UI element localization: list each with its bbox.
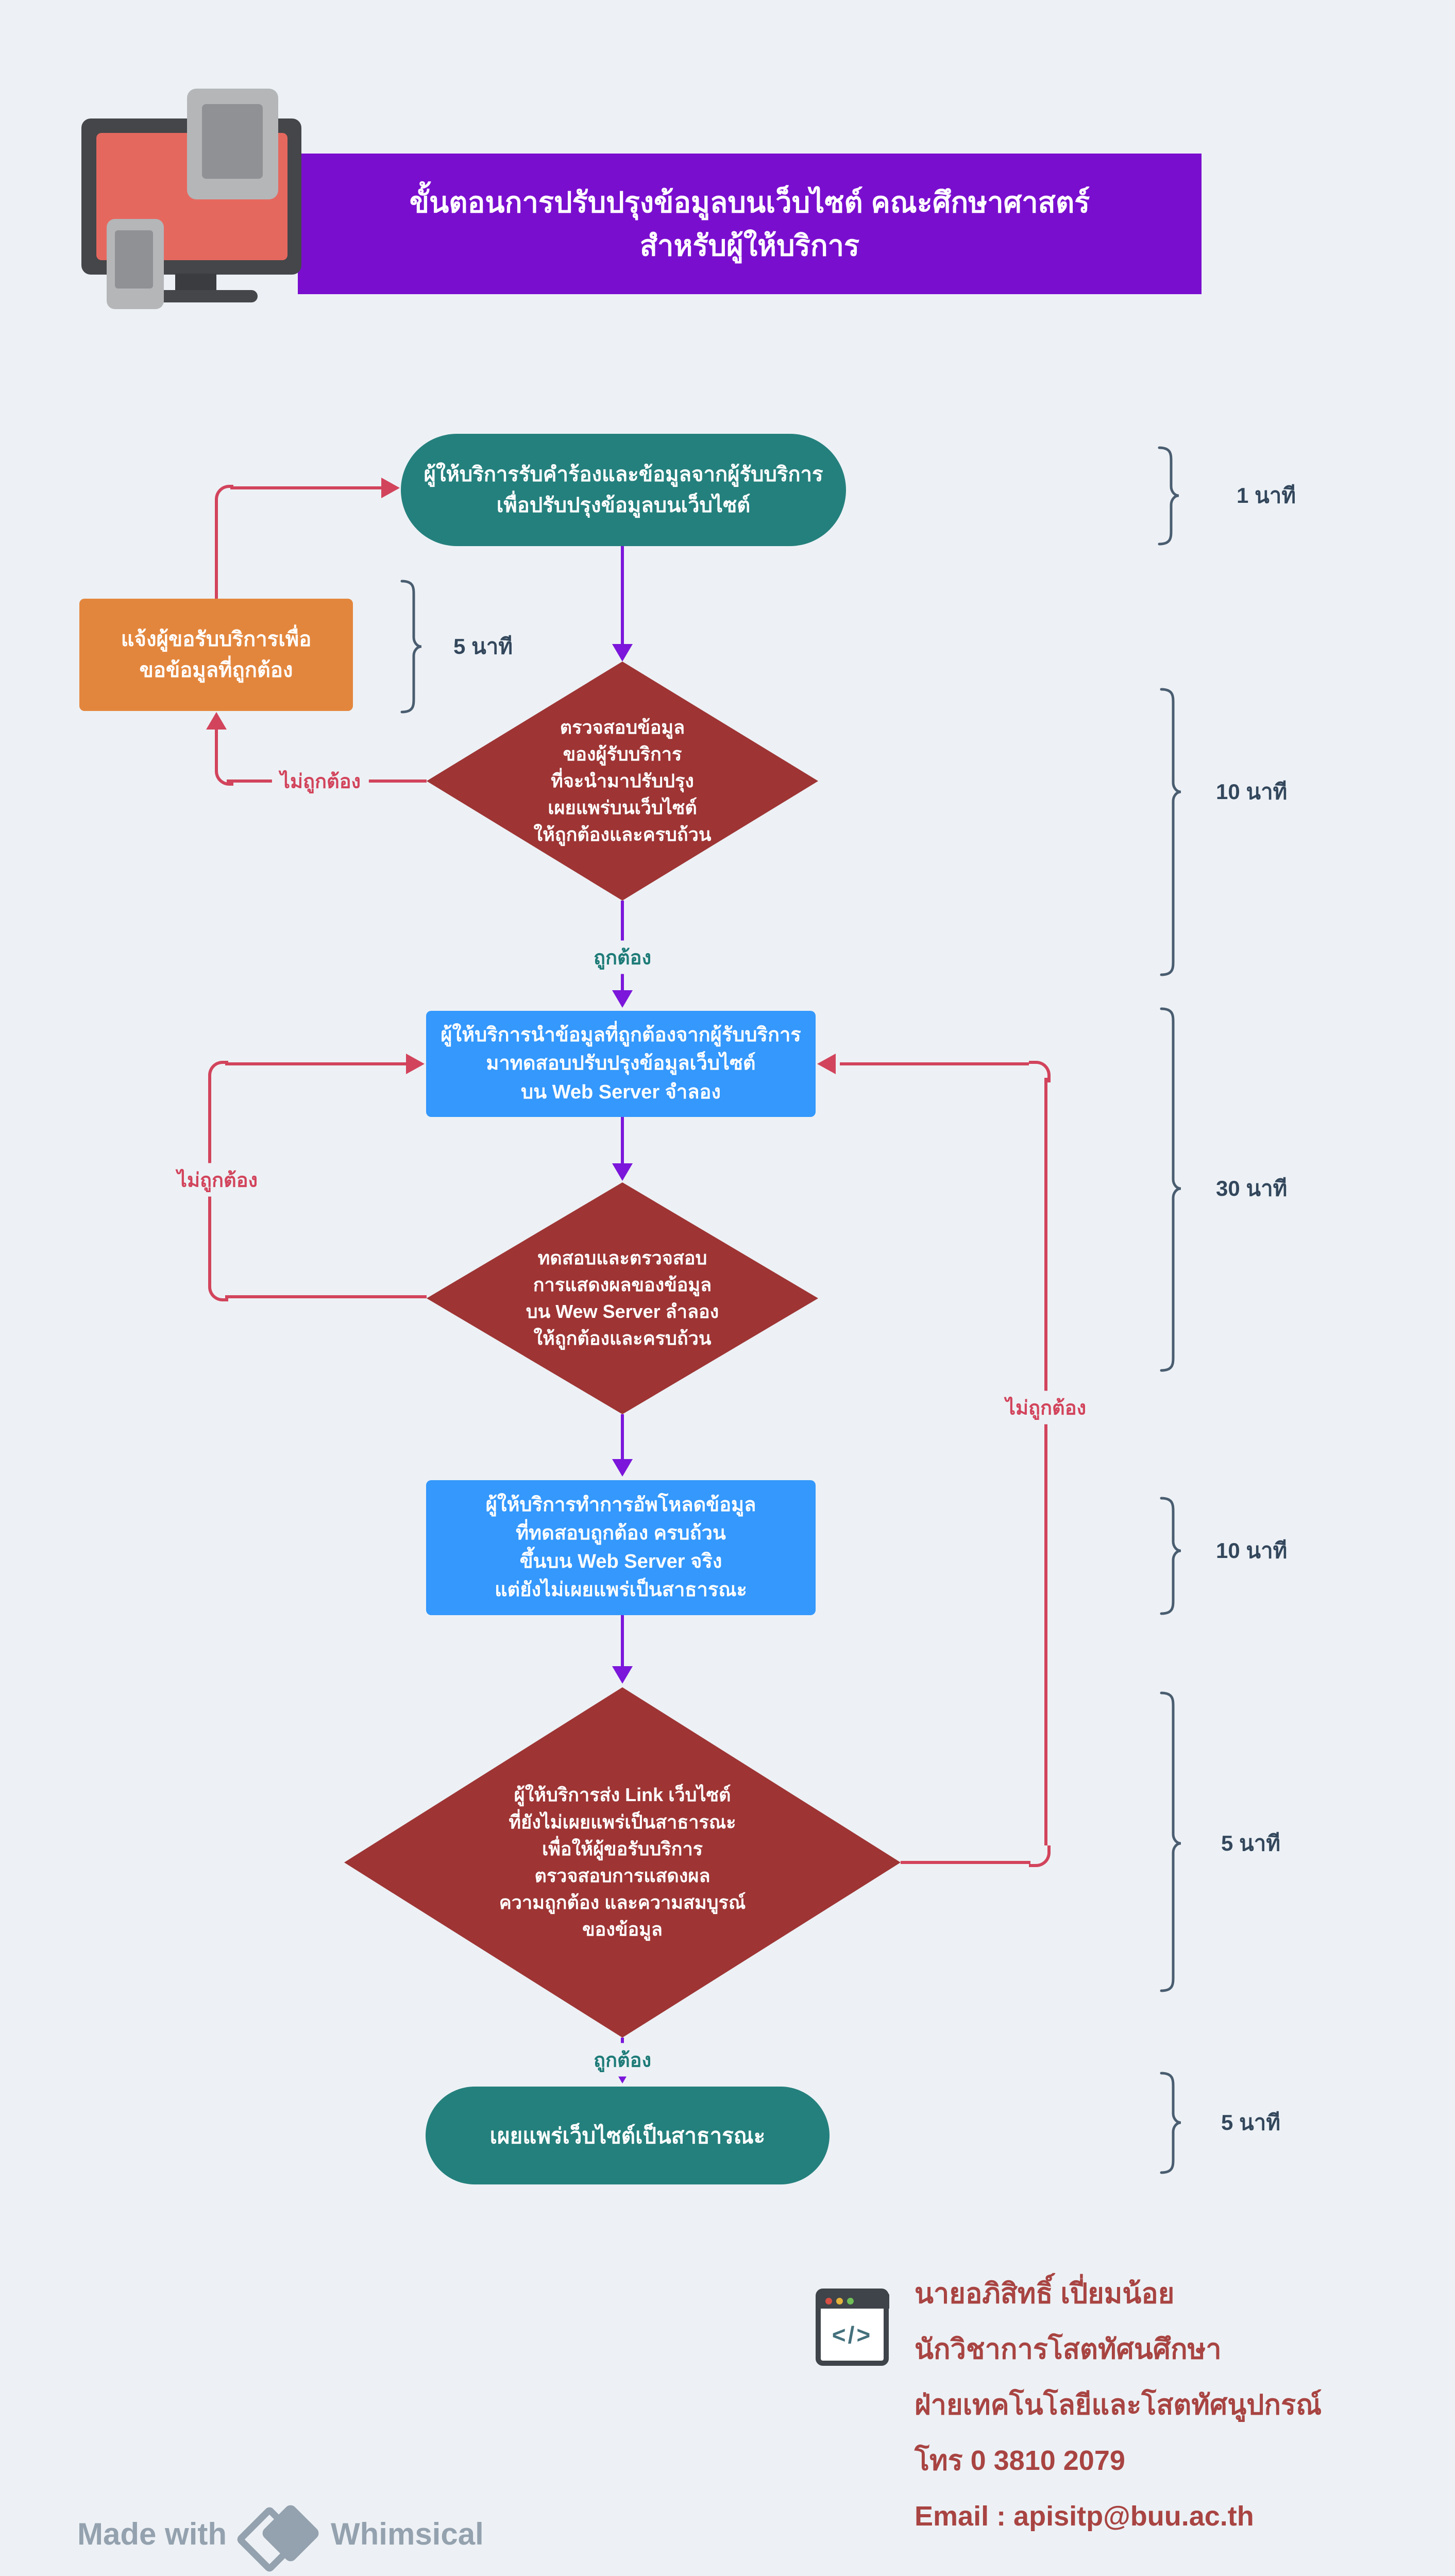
connector-to-test-left [225,1062,406,1065]
connector-check3-incorrect [901,1861,1030,1864]
tablet-icon [187,89,278,199]
connector-upload-to-check3 [621,1615,624,1667]
time-brace [1159,1691,1183,1995]
time-brace [1159,1007,1183,1375]
devices-icon [77,85,335,322]
arrowhead-down-icon [612,1666,633,1684]
node-start: ผู้ให้บริการรับคำร้องและข้อมูลจากผู้รับบ… [401,434,846,546]
made-with-whimsical-credit: Made with Whimsical [77,2502,484,2574]
node-upload: ผู้ให้บริการทำการอัพโหลดข้อมูล ที่ทดสอบถ… [426,1480,816,1615]
connector-start-to-check1 [621,546,624,644]
phone-screen [115,230,153,289]
made-with-text: Made with [77,2516,227,2551]
duration-label-6: 5 นาที [1221,1831,1281,1855]
author-contact-block: นายอภิสิทธิ์ เปี่ยมน้อย นักวิชาการโสตทัศ… [915,2278,1322,2532]
connector-check2-incorrect [225,1295,427,1298]
duration-label-1: 1 นาที [1237,483,1296,507]
tablet-screen [202,104,263,179]
connector-notify-up [215,502,218,599]
duration-label-7: 5 นาที [1221,2110,1281,2134]
connector-test-to-check2 [621,1117,624,1163]
code-glyph-icon: </> [832,2321,873,2348]
connector-right-riser [1044,1078,1047,1845]
monitor-stand [175,274,216,292]
whimsical-brand-text: Whimsical [331,2516,484,2551]
time-brace [1159,1497,1183,1618]
arrowhead-right-icon [406,1054,425,1074]
node-notify: แจ้งผู้ขอรับบริการเพื่อ ขอข้อมูลที่ถูกต้… [79,599,353,711]
window-dot-red-icon [825,2297,832,2304]
time-brace [400,580,424,716]
connector-check2-to-upload [621,1414,624,1460]
duration-label-4: 30 นาที [1216,1176,1288,1200]
arrowhead-right-icon [381,478,400,498]
node-check3-decision: ผู้ให้บริการส่ง Link เว็บไซต์ ที่ยังไม่เ… [344,1687,901,2038]
duration-label-3: 10 นาที [1216,779,1288,804]
title-banner: ขั้นตอนการปรับปรุงข้อมูลบนเว็บไซต์ คณะศึ… [298,154,1202,294]
time-brace [1157,446,1181,548]
time-brace [1159,2072,1183,2177]
connector-to-notify [215,725,218,764]
edge-label-incorrect-1: ไม่ถูกต้อง [272,764,369,798]
edge-label-incorrect-2: ไม่ถูกต้อง [168,1163,266,1197]
time-brace [1159,688,1183,979]
connector-corner [1029,1845,1051,1867]
duration-label-2: 5 นาที [453,634,513,658]
connector-corner [215,485,233,506]
code-window-titlebar [820,2293,889,2309]
node-test: ผู้ให้บริการนำข้อมูลที่ถูกต้องจากผู้รับบ… [426,1011,816,1117]
node-check1-decision: ตรวจสอบข้อมูล ของผู้รับบริการ ที่จะนำมาป… [427,662,818,901]
code-window-icon: </> [816,2289,889,2366]
arrowhead-down-icon [612,1163,633,1181]
node-check2-decision: ทดสอบและตรวจสอบ การแสดงผลของข้อมูล บน We… [427,1182,818,1414]
connector-to-test-right [840,1062,1029,1065]
window-dot-yellow-icon [836,2297,843,2304]
window-dot-green-icon [847,2297,854,2304]
whimsical-logo-icon [235,2502,322,2574]
arrowhead-down-icon [612,1459,633,1477]
phone-icon [107,219,164,309]
duration-label-5: 10 นาที [1216,1538,1288,1563]
node-publish: เผยแพร่เว็บไซต์เป็นสาธารณะ [426,2087,830,2184]
connector-notify-to-start [230,486,381,489]
edge-label-incorrect-3: ไม่ถูกต้อง [997,1391,1095,1425]
connector-corner [208,1061,228,1082]
connector-corner [208,1280,228,1301]
edge-label-correct-1: ถูกต้อง [585,940,660,974]
arrowhead-up-icon [206,712,227,730]
edge-label-correct-2: ถูกต้อง [585,2043,660,2077]
connector-corner [215,764,233,786]
arrowhead-down-icon [612,644,633,662]
arrowhead-down-icon [612,990,633,1008]
connector-corner [1029,1061,1051,1082]
arrowhead-left-icon [817,1054,836,1074]
